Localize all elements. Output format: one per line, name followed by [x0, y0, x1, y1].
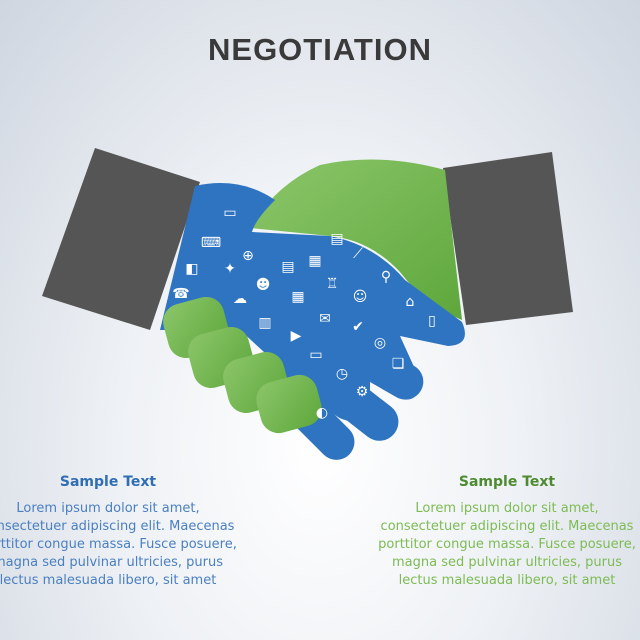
right-heading: Sample Text: [458, 474, 556, 490]
left-text-block: Sample Text Lorem ipsum dolor sit amet, …: [0, 474, 258, 590]
search-icon: ⚲: [381, 269, 391, 285]
left-line: consectetuer adipiscing elit. Maecenas: [0, 519, 235, 534]
left-line: Lorem ipsum dolor sit amet,: [16, 501, 200, 516]
cloud-icon: ☁: [233, 291, 247, 307]
stopwatch-icon: ◷: [336, 366, 348, 382]
code-icon: ⌨: [201, 235, 221, 251]
calculator-icon: ▦: [308, 253, 321, 269]
right-line: consectetuer adipiscing elit. Maecenas: [380, 519, 634, 534]
head-gears-icon: ☻: [256, 277, 271, 293]
chart-line-icon: ⟋: [353, 246, 363, 262]
slide-title: NEGOTIATION: [208, 32, 432, 67]
coins-icon: ◎: [374, 335, 386, 351]
speech-bubbles-icon: ❏: [392, 356, 405, 372]
right-line: magna sed pulvinar ultricies, purus: [391, 555, 622, 570]
right-text-block: Sample Text Lorem ipsum dolor sit amet, …: [357, 474, 640, 590]
video-icon: ▶: [291, 328, 302, 344]
presentation-icon: ◧: [185, 261, 198, 277]
trophy-icon: ♖: [326, 276, 339, 292]
left-line: porttitor congue massa. Fusce posuere,: [0, 537, 237, 552]
right-sleeve: [443, 152, 573, 325]
left-line: lectus malesuada libero, sit amet: [0, 573, 217, 588]
radio-icon: ▭: [309, 347, 322, 363]
document-icon: ▯: [428, 313, 436, 329]
map-icon: ▤: [281, 259, 294, 275]
green-fingers: [163, 296, 322, 434]
newspaper-icon: ▤: [330, 231, 343, 247]
green-hand-top: [250, 159, 462, 320]
bar-chart-icon: ▥: [258, 315, 271, 331]
calendar-icon: ▦: [291, 289, 304, 305]
phone-icon: ☎: [172, 286, 189, 302]
right-line: porttitor congue massa. Fusce posuere,: [378, 537, 636, 552]
user-support-icon: ☺: [353, 289, 368, 305]
compass-icon: ✦: [224, 261, 236, 277]
chat-icon: ▭: [223, 205, 236, 221]
globe-icon: ⊕: [242, 248, 254, 264]
left-line: magna sed pulvinar ultricies, purus: [0, 555, 223, 570]
right-line: Lorem ipsum dolor sit amet,: [415, 501, 599, 516]
right-line: lectus malesuada libero, sit amet: [398, 573, 616, 588]
home-icon: ⌂: [406, 294, 415, 310]
gear-icon: ⚙: [356, 384, 369, 400]
palette-icon: ◐: [316, 405, 328, 421]
left-sleeve: [42, 148, 200, 330]
left-heading: Sample Text: [59, 474, 157, 490]
check-icon: ✔: [352, 319, 364, 335]
envelope-icon: ✉: [319, 311, 331, 327]
